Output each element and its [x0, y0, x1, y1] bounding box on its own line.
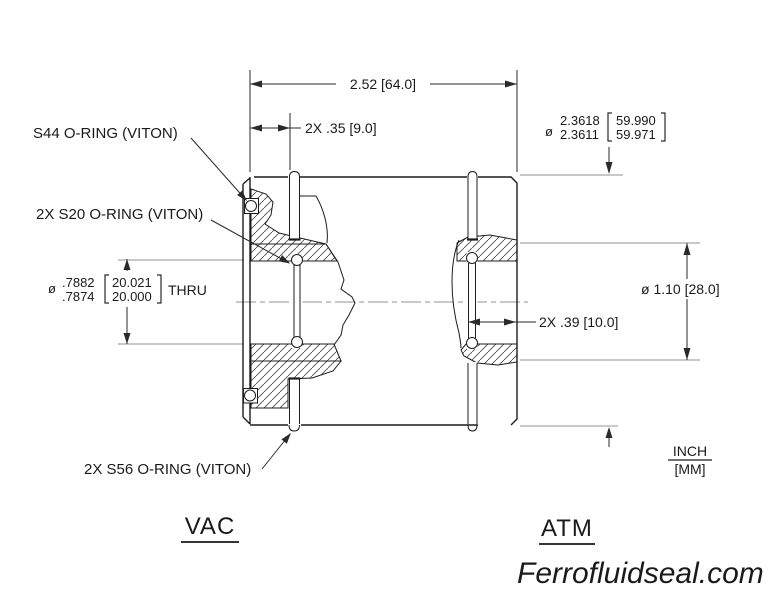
- atmosphere-side-label: ATM: [541, 515, 593, 542]
- oring-bump-left-top: [289, 170, 300, 178]
- overall-length-extension-lines: [249, 70, 518, 172]
- groove-walls-right-top: [467, 177, 478, 240]
- hatch-right-upper: [456, 234, 518, 262]
- bore-inch-max: .7882: [62, 275, 95, 290]
- arrowhead: [683, 348, 691, 360]
- od-diameter-symbol: ø: [545, 124, 553, 139]
- labels: INCH [MM] VAC ATM Ferrofluidseal.com: [181, 443, 764, 590]
- callout-s20-oring: 2X S20 O-RING (VITON): [36, 206, 203, 223]
- break-line-left: [325, 243, 356, 346]
- oring-section-s44-bottom: [244, 389, 256, 402]
- slot-relief-right: [466, 252, 478, 349]
- dim-text-mask: [44, 271, 212, 307]
- arrowhead: [281, 433, 291, 444]
- arrowhead: [278, 124, 290, 132]
- slot-relief-left: [291, 254, 303, 348]
- break-line-right: [451, 239, 462, 349]
- dimension-groove-offset: 2X .35 [9.0]: [305, 120, 377, 136]
- callout-s44-oring: S44 O-RING (VITON): [33, 125, 178, 142]
- arrowhead: [505, 80, 517, 88]
- bore-mm-min: 20.000: [112, 289, 152, 304]
- vacuum-side-label: VAC: [185, 513, 236, 540]
- groove-relief-right-top: [467, 177, 478, 240]
- bracket-close: [157, 274, 162, 304]
- groove-relief-right-bottom: [467, 362, 478, 424]
- pocket-wall-upper-left: [300, 195, 328, 244]
- units-secondary-label: [MM]: [674, 461, 705, 477]
- dimension-counterbore: ø 1.10 [28.0]: [641, 281, 720, 297]
- oring-bump-right-top: [467, 170, 478, 178]
- bore-thru-note: THRU: [168, 282, 207, 298]
- bracket-open: [104, 274, 109, 304]
- bore-diameter-symbol: ø: [48, 281, 56, 296]
- bracket-open: [607, 112, 612, 142]
- groove-walls-left-top: [289, 177, 300, 240]
- oring-section-s44-top: [245, 200, 257, 212]
- groove-relief-left-top: [289, 177, 300, 240]
- hatch-upper-left-flange: [250, 188, 327, 245]
- oring-section-right-top: [466, 252, 478, 264]
- arrowhead: [683, 243, 691, 255]
- arrowhead: [504, 318, 516, 326]
- od-mm-min: 59.971: [616, 127, 656, 142]
- oring-section-left-bottom: [291, 336, 303, 348]
- bracket-close: [661, 112, 666, 142]
- dimension-overall-length: 2.52 [64.0]: [350, 76, 416, 92]
- oring-bump-left-bottom: [288, 424, 300, 432]
- leader-s44: [190, 137, 247, 201]
- oring-section-right-bottom: [466, 337, 478, 349]
- arrowhead: [123, 259, 131, 270]
- extension-lines: [118, 174, 700, 427]
- arrowhead: [250, 124, 262, 132]
- arrowhead: [605, 162, 613, 174]
- arrowhead: [250, 80, 262, 88]
- oring-slot-left: [293, 265, 301, 337]
- callout-s56-oring: 2X S56 O-RING (VITON): [84, 461, 251, 478]
- body-outline: [250, 176, 518, 426]
- oring-section-left-top: [291, 254, 303, 266]
- left-flange-face: [242, 177, 251, 425]
- groove-walls-right-bottom: [467, 363, 478, 424]
- part-section: [242, 170, 518, 432]
- dim-text-mask: [637, 279, 737, 299]
- bore-mm-max: 20.021: [112, 275, 152, 290]
- od-mm-max: 59.990: [616, 113, 656, 128]
- groove-walls-left-bottom: [289, 378, 300, 424]
- dimensions: 2.52 [64.0] 2X .35 [9.0] ø 2.3618 2.3611…: [44, 70, 737, 447]
- arrowhead: [278, 255, 290, 264]
- arrowhead: [237, 190, 247, 201]
- oring-callouts: S44 O-RING (VITON) 2X S20 O-RING (VITON)…: [33, 125, 291, 478]
- dim-text-mask: [336, 74, 430, 93]
- arrowhead: [468, 318, 480, 326]
- units-primary-label: INCH: [673, 443, 707, 459]
- arrowhead: [123, 333, 131, 344]
- leader-s20: [210, 219, 290, 264]
- oring-slot-right: [468, 263, 476, 338]
- oring-bump-right-bottom: [467, 424, 478, 432]
- brand-watermark: Ferrofluidseal.com: [517, 557, 764, 590]
- bore-inch-min: .7874: [62, 289, 95, 304]
- od-inch-max: 2.3618: [560, 113, 600, 128]
- od-inch-min: 2.3611: [560, 127, 599, 142]
- groove-relief-left-bottom: [289, 378, 300, 424]
- arrowhead: [605, 427, 613, 438]
- dimension-groove-inset: 2X .39 [10.0]: [539, 314, 618, 330]
